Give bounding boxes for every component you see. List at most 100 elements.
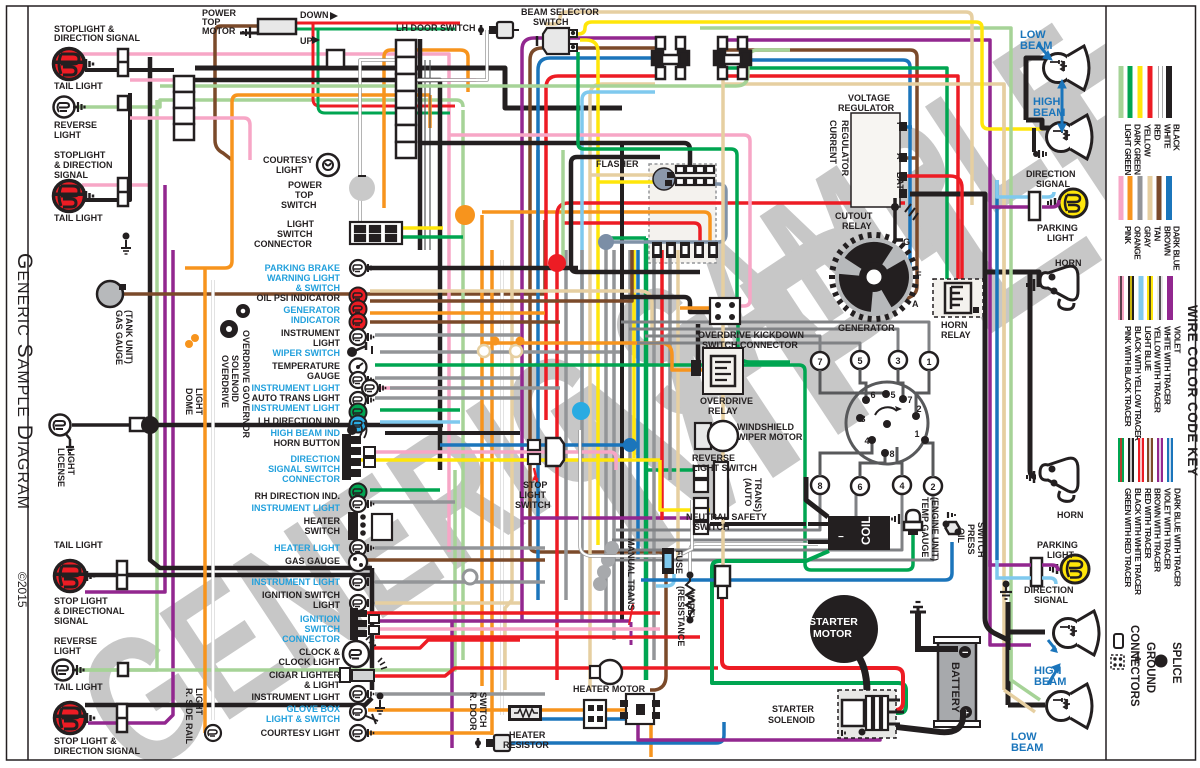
svg-text:CONNECTORS: CONNECTORS xyxy=(1128,625,1140,707)
svg-text:DIRECTION: DIRECTION xyxy=(1026,169,1076,179)
svg-text:STOP LIGHT &: STOP LIGHT & xyxy=(54,736,117,746)
svg-text:OVERDRIVE KICKDOWN: OVERDRIVE KICKDOWN xyxy=(698,330,804,340)
svg-text:DARK GREEN: DARK GREEN xyxy=(1133,124,1142,175)
svg-text:SIGNAL: SIGNAL xyxy=(1036,179,1071,189)
svg-text:LIGHT SWITCH: LIGHT SWITCH xyxy=(692,463,757,473)
svg-text:CONNECTOR: CONNECTOR xyxy=(282,474,340,484)
svg-text:PRESS: PRESS xyxy=(966,524,976,555)
svg-text:(TANK UNIT): (TANK UNIT) xyxy=(124,310,134,364)
svg-text:SOLENOID: SOLENOID xyxy=(768,715,816,725)
svg-text:GREEN WITH RED TRACER: GREEN WITH RED TRACER xyxy=(1123,488,1132,587)
svg-text:INSTRUMENT LIGHT: INSTRUMENT LIGHT xyxy=(252,403,341,413)
svg-text:HEATER MOTOR: HEATER MOTOR xyxy=(573,684,646,694)
svg-text:SWITCH: SWITCH xyxy=(277,229,313,239)
svg-text:REGULATOR: REGULATOR xyxy=(840,120,850,177)
svg-text:HIGH: HIGH xyxy=(1034,665,1062,677)
svg-text:SIGNAL: SIGNAL xyxy=(54,616,89,626)
svg-text:GENERATOR: GENERATOR xyxy=(283,305,340,315)
svg-text:STOP LIGHT: STOP LIGHT xyxy=(54,596,108,606)
svg-text:MOTOR: MOTOR xyxy=(813,628,852,640)
svg-text:VIOLET: VIOLET xyxy=(1173,326,1182,353)
svg-text:AUTO TRANS LIGHT: AUTO TRANS LIGHT xyxy=(252,393,341,403)
svg-text:LIGHT: LIGHT xyxy=(287,219,314,229)
svg-text:TEMP GAUGE: TEMP GAUGE xyxy=(920,497,930,557)
svg-text:WIRE): WIRE) xyxy=(686,592,696,619)
svg-text:SWITCH CONNECTOR: SWITCH CONNECTOR xyxy=(702,340,798,350)
svg-text:TOP: TOP xyxy=(202,17,220,27)
svg-text:RH DIRECTION IND.: RH DIRECTION IND. xyxy=(255,491,341,501)
svg-text:YELLOW WITH TRACER: YELLOW WITH TRACER xyxy=(1153,326,1162,413)
svg-text:PARKING BRAKE: PARKING BRAKE xyxy=(265,263,340,273)
svg-text:BEAM: BEAM xyxy=(1011,742,1043,754)
svg-text:NEUTRAL SAFETY: NEUTRAL SAFETY xyxy=(686,512,767,522)
svg-text:LIGHT GREEN: LIGHT GREEN xyxy=(1123,124,1132,176)
svg-text:4: 4 xyxy=(899,481,904,491)
svg-text:BATTERY: BATTERY xyxy=(949,662,961,713)
svg-text:SIGNAL SWITCH: SIGNAL SWITCH xyxy=(268,464,340,474)
svg-text:PINK WITH BLACK TRACER: PINK WITH BLACK TRACER xyxy=(1123,326,1132,427)
svg-text:SWITCH: SWITCH xyxy=(976,522,986,558)
svg-text:& DIRECTION: & DIRECTION xyxy=(54,160,113,170)
svg-text:BAT: BAT xyxy=(895,172,905,190)
svg-text:OVERDRIVE: OVERDRIVE xyxy=(700,396,753,406)
svg-text:DARK BLUE: DARK BLUE xyxy=(1172,226,1181,271)
svg-text:(ENGINE UNIT): (ENGINE UNIT) xyxy=(930,497,940,561)
svg-text:LIGHT: LIGHT xyxy=(194,688,204,715)
svg-text:DIRECTION: DIRECTION xyxy=(1024,585,1074,595)
svg-text:CLOCK &: CLOCK & xyxy=(299,647,340,657)
svg-text:6: 6 xyxy=(870,390,875,400)
svg-text:SWITCH: SWITCH xyxy=(694,522,730,532)
svg-text:LIGHT: LIGHT xyxy=(54,130,81,140)
svg-text:DIRECTION SIGNAL: DIRECTION SIGNAL xyxy=(54,33,141,43)
svg-text:LIGHT: LIGHT xyxy=(276,165,303,175)
svg-text:8: 8 xyxy=(889,449,894,459)
svg-text:TEMPERATURE: TEMPERATURE xyxy=(272,361,340,371)
svg-text:−: − xyxy=(962,647,968,659)
svg-text:5: 5 xyxy=(857,356,862,366)
svg-text:F: F xyxy=(895,122,905,128)
svg-text:WIRE COLOR CODE KEY: WIRE COLOR CODE KEY xyxy=(1185,305,1200,477)
svg-text:7: 7 xyxy=(817,357,822,367)
svg-text:LOW: LOW xyxy=(1020,29,1046,41)
svg-text:YELLOW: YELLOW xyxy=(1143,124,1152,157)
svg-text:SWITCH: SWITCH xyxy=(305,526,341,536)
svg-text:SPLICE: SPLICE xyxy=(1170,642,1182,684)
svg-text:WHITE: WHITE xyxy=(1163,124,1172,149)
svg-text:BLACK WITH YELLOW TRACER: BLACK WITH YELLOW TRACER xyxy=(1133,326,1142,441)
svg-text:GAS GAUGE: GAS GAUGE xyxy=(114,310,124,365)
svg-text:IGNITION SWITCH: IGNITION SWITCH xyxy=(262,590,340,600)
svg-text:INSTRUMENT LIGHT: INSTRUMENT LIGHT xyxy=(252,503,341,513)
svg-text:GENERIC SAMPLE DIAGRAM: GENERIC SAMPLE DIAGRAM xyxy=(13,253,36,510)
svg-text:RED: RED xyxy=(1153,124,1162,140)
svg-text:4: 4 xyxy=(864,436,869,446)
svg-text:BROWN WITH TRACER: BROWN WITH TRACER xyxy=(1153,488,1162,572)
svg-text:LIGHT: LIGHT xyxy=(194,388,204,415)
svg-text:TOP: TOP xyxy=(295,190,313,200)
svg-text:2: 2 xyxy=(930,482,935,492)
svg-text:1: 1 xyxy=(914,429,919,439)
svg-text:SWITCH: SWITCH xyxy=(533,17,569,27)
svg-text:LH DOOR SWITCH: LH DOOR SWITCH xyxy=(396,23,476,33)
svg-text:MOTOR: MOTOR xyxy=(202,26,236,36)
svg-text:1: 1 xyxy=(926,357,931,367)
svg-text:TAIL LIGHT: TAIL LIGHT xyxy=(54,682,103,692)
svg-text:INSTRUMENT LIGHT: INSTRUMENT LIGHT xyxy=(252,383,341,393)
svg-text:SWITCH: SWITCH xyxy=(515,500,551,510)
svg-text:BEAM: BEAM xyxy=(1033,107,1065,119)
svg-text:(AUTO: (AUTO xyxy=(743,478,753,506)
svg-text:LIGHT: LIGHT xyxy=(519,490,546,500)
svg-text:INSTRUMENT: INSTRUMENT xyxy=(281,328,340,338)
svg-text:TAIL LIGHT: TAIL LIGHT xyxy=(54,540,103,550)
svg-text:LIGHT: LIGHT xyxy=(66,448,76,475)
svg-text:2: 2 xyxy=(916,404,921,414)
svg-text:LIGHT: LIGHT xyxy=(313,338,340,348)
svg-text:PARKING: PARKING xyxy=(1037,540,1078,550)
svg-text:A: A xyxy=(895,153,905,160)
svg-text:A: A xyxy=(912,299,919,309)
svg-text:STARTER: STARTER xyxy=(809,616,858,628)
svg-text:GAUGE: GAUGE xyxy=(307,371,340,381)
svg-text:TAIL LIGHT: TAIL LIGHT xyxy=(54,81,103,91)
svg-text:FUSE: FUSE xyxy=(674,550,684,574)
svg-text:RELAY: RELAY xyxy=(941,330,971,340)
svg-text:FLASHER: FLASHER xyxy=(596,159,639,169)
